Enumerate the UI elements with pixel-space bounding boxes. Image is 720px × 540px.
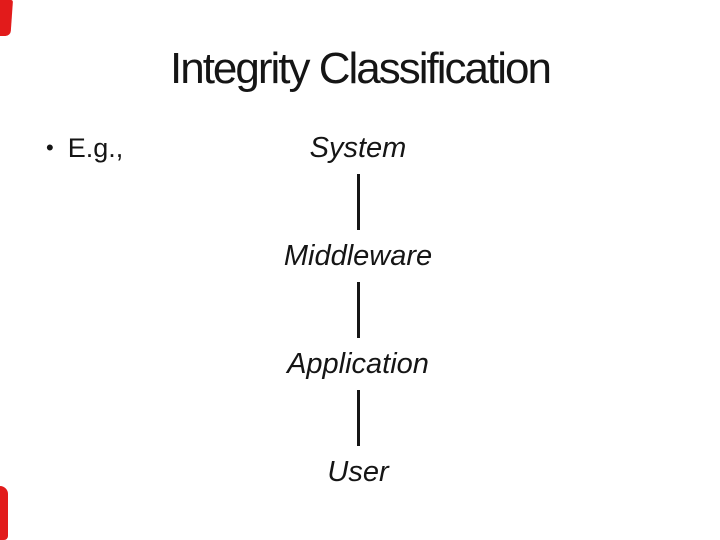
bullet-text: E.g.,	[67, 133, 124, 163]
hierarchy-level-application: Application	[287, 348, 429, 380]
hierarchy-connector-line	[356, 282, 360, 338]
bullet-marker-icon: •	[46, 135, 54, 160]
slide-title: Integrity Classification	[170, 44, 552, 93]
hierarchy-connector-line	[356, 174, 360, 230]
hierarchy-level-system: System	[309, 132, 407, 164]
red-pen-mark-bottom-left-icon	[0, 486, 8, 540]
hierarchy-level-user: User	[327, 456, 389, 488]
hierarchy-level-middleware: Middleware	[283, 240, 433, 272]
red-pen-mark-top-left-icon	[0, 0, 14, 36]
hierarchy-connector-line	[356, 390, 360, 446]
hierarchy-diagram: System Middleware Application User	[208, 131, 508, 489]
bullet-item: • E.g.,	[46, 133, 123, 163]
